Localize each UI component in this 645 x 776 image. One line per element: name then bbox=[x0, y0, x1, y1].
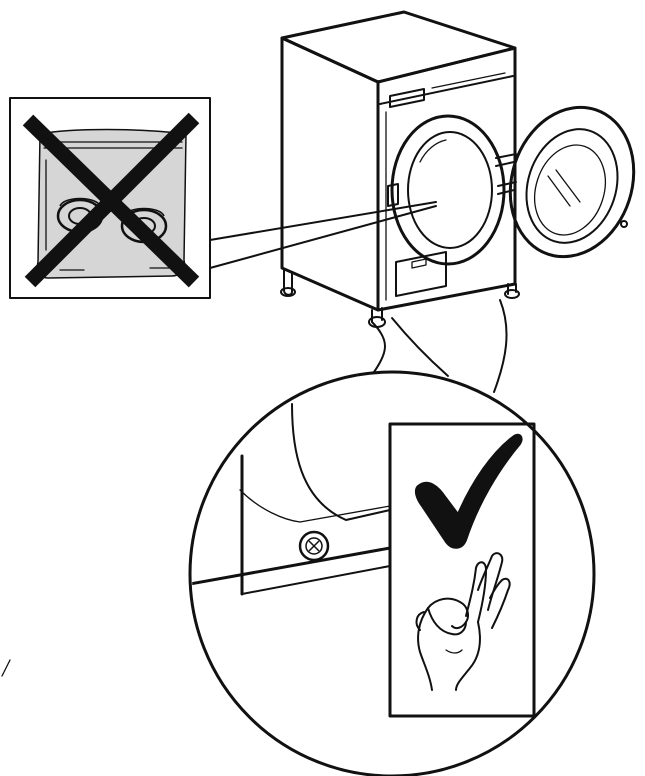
door-inner-ring bbox=[525, 128, 619, 244]
hole-cap-icon bbox=[298, 530, 330, 562]
zoom-callout-line-middle bbox=[391, 317, 449, 377]
hand-outline bbox=[417, 597, 469, 691]
open-door bbox=[508, 105, 636, 259]
zoom-circle bbox=[188, 370, 596, 776]
door-hinge-bottom bbox=[497, 181, 517, 195]
hand-middle-finger bbox=[465, 561, 487, 623]
foot-front-right-base bbox=[504, 289, 520, 299]
door-outer-ring bbox=[508, 105, 636, 259]
zoom-callout-line-right bbox=[493, 299, 508, 393]
zoomed-machine-corner bbox=[192, 403, 392, 596]
zoom-panel-edge bbox=[299, 505, 391, 523]
zoom-callout-line-left bbox=[371, 321, 386, 373]
drum-opening bbox=[407, 131, 493, 249]
service-flap-tab bbox=[411, 258, 427, 269]
forbidden-panel bbox=[9, 97, 437, 299]
zoom-callout bbox=[188, 299, 596, 776]
machine-top-panel bbox=[280, 10, 517, 84]
hand-thumb bbox=[415, 611, 425, 631]
detergent-drawer bbox=[389, 88, 425, 108]
hand-crease bbox=[445, 649, 463, 654]
drum-inner-shade bbox=[419, 139, 447, 163]
foot-left-base bbox=[280, 287, 296, 297]
door-glass-reflection-1 bbox=[547, 175, 571, 207]
control-panel-edge bbox=[379, 75, 514, 105]
zoom-machine-bottom-inner bbox=[241, 565, 391, 595]
stray-mark bbox=[1, 659, 11, 677]
door-glass bbox=[534, 144, 606, 236]
hand-palm-edge bbox=[455, 621, 481, 691]
ok-hand-icon bbox=[415, 552, 511, 691]
cross-mark-icon bbox=[22, 112, 200, 288]
washing-machine bbox=[280, 10, 520, 328]
bag-bottom-marks bbox=[59, 267, 171, 271]
callout-line-bottom bbox=[209, 205, 437, 269]
service-flap bbox=[395, 251, 447, 297]
zoom-seal-curve bbox=[291, 403, 391, 521]
door-hinge-top bbox=[495, 153, 517, 167]
callout-line-top bbox=[209, 201, 437, 241]
check-mark-icon bbox=[414, 433, 523, 549]
machine-side-panel bbox=[280, 36, 380, 312]
hand-pinky-finger bbox=[489, 577, 511, 629]
forbidden-frame bbox=[9, 97, 211, 299]
door-lock bbox=[387, 183, 399, 207]
zoom-panel-curve bbox=[239, 489, 301, 523]
zoom-machine-bottom bbox=[192, 546, 392, 586]
hand-index-finger bbox=[427, 607, 467, 636]
door-seal bbox=[390, 114, 506, 266]
hand-ring-finger bbox=[477, 552, 504, 611]
door-glass-reflection-2 bbox=[555, 169, 581, 203]
foot-left bbox=[283, 269, 293, 296]
door-handle bbox=[620, 220, 628, 228]
control-panel-detail bbox=[431, 72, 506, 89]
approval-panel bbox=[388, 422, 536, 718]
